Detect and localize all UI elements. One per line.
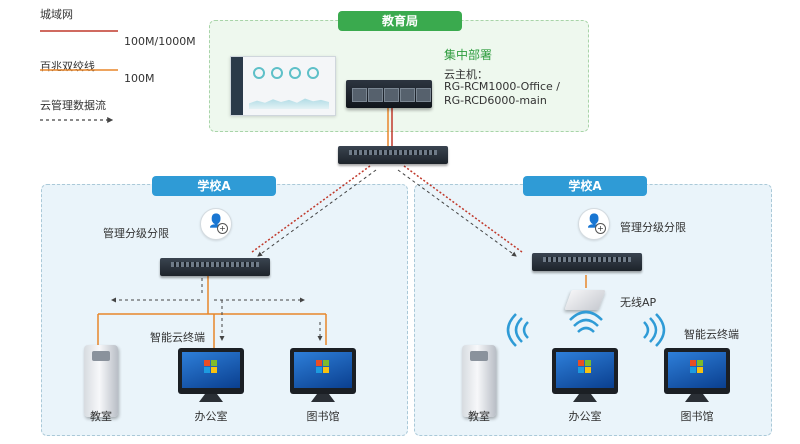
deploy-label: 集中部署 [444, 48, 493, 62]
right-ap-label: 无线AP [620, 296, 657, 309]
office-monitor [178, 348, 244, 394]
library-monitor [290, 348, 356, 394]
wifi-signal-icon [569, 310, 603, 333]
cloud-host-label: 云主机： [444, 68, 488, 81]
legend-wan-speed: 100M/1000M [124, 35, 196, 48]
legend-twisted-speed: 100M [124, 72, 155, 85]
legend-cloud-label: 云管理数据流 [40, 99, 106, 112]
windows-logo-icon [316, 360, 330, 374]
wan-link-left [251, 165, 371, 253]
user-add-icon [200, 208, 232, 240]
wan-link-right [403, 165, 523, 253]
user-add-icon [578, 208, 610, 240]
wifi-signal-icon [643, 313, 666, 347]
right-terminal-label: 智能云终端 [684, 328, 739, 341]
cloud-flow-right [397, 169, 517, 257]
right-room-classroom: 教室 [468, 410, 490, 423]
left-mgmt-label: 管理分级分限 [103, 227, 169, 240]
legend-wan-label: 城域网 [40, 8, 73, 21]
windows-logo-icon [578, 360, 592, 374]
right-room-library: 图书馆 [680, 410, 714, 423]
left-terminal-label: 智能云终端 [150, 331, 205, 344]
left-school-switch [160, 258, 270, 276]
library-monitor [664, 348, 730, 394]
right-room-office: 办公室 [568, 410, 602, 423]
cloud-flow-left [257, 169, 377, 257]
wifi-signal-icon [506, 313, 529, 347]
left-room-office: 办公室 [194, 410, 228, 423]
windows-logo-icon [204, 360, 218, 374]
right-mgmt-label: 管理分级分限 [620, 221, 686, 234]
core-switch [338, 146, 448, 164]
cloud-host-server [346, 80, 432, 108]
windows-logo-icon [690, 360, 704, 374]
cloud-host-model-1: RG-RCM1000-Office / [444, 80, 560, 93]
management-dashboard [230, 56, 336, 116]
classroom-terminal [84, 345, 118, 417]
school-a-right-title: 学校A [523, 176, 647, 196]
cloud-host-model-2: RG-RCD6000-main [444, 94, 547, 107]
left-room-library: 图书馆 [306, 410, 340, 423]
left-room-classroom: 教室 [90, 410, 112, 423]
edu-bureau-title: 教育局 [338, 11, 462, 31]
office-monitor [552, 348, 618, 394]
right-school-switch [532, 253, 642, 271]
school-a-left-title: 学校A [152, 176, 276, 196]
classroom-terminal [462, 345, 496, 417]
